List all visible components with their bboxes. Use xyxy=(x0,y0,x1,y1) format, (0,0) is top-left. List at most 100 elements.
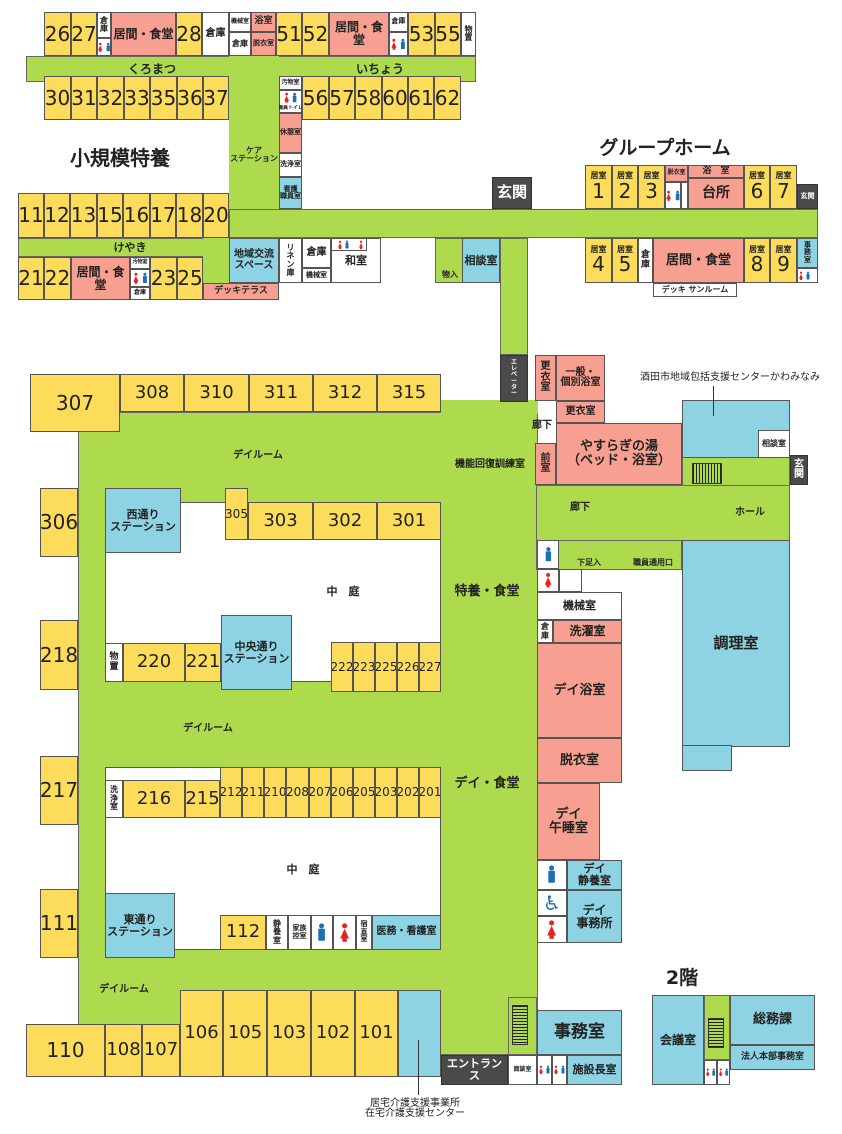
female-restroom-icon xyxy=(539,1065,543,1074)
room-keyaki: けやき xyxy=(113,240,147,254)
room-corr-x xyxy=(203,238,229,283)
restroom-icon-group xyxy=(797,268,811,283)
room-r220: 220 xyxy=(123,643,185,682)
room-shoe: 下足入 xyxy=(577,557,601,567)
restroom-wc-w xyxy=(537,890,567,916)
restroom-icon-group xyxy=(717,1060,730,1085)
room-mech-b: 機械室 xyxy=(302,268,331,283)
room-east-station: 東通り ステーション xyxy=(105,893,175,958)
room-r36: 36 xyxy=(177,76,203,120)
room-r206: 206 xyxy=(331,767,353,818)
room-gh-living: 居間・食堂 xyxy=(653,238,744,283)
room-r11: 11 xyxy=(18,193,44,238)
room-number: 6 xyxy=(750,178,764,203)
female-restroom-icon xyxy=(284,92,289,103)
female-restroom-icon xyxy=(547,919,557,939)
room-meeting: 会議室 xyxy=(652,995,704,1085)
room-small-unit-title: 小規模特養 xyxy=(70,145,170,170)
room-rest: 休憩室 xyxy=(279,113,302,153)
room-corr-gh xyxy=(229,209,818,238)
room-mech-c: 機械室 xyxy=(537,592,622,620)
room-r106: 106 xyxy=(180,990,223,1077)
female-restroom-icon xyxy=(359,240,363,249)
room-r110: 110 xyxy=(26,1024,105,1077)
room-soil-b: 汚物室 xyxy=(130,257,150,269)
restroom-icon-group xyxy=(333,915,356,950)
room-r222: 222 xyxy=(331,642,353,692)
restroom-icon-group xyxy=(130,269,150,287)
restroom-wc-k xyxy=(717,1060,730,1085)
male-restroom-icon xyxy=(545,546,551,561)
room-icho: いちょう xyxy=(355,61,404,76)
room-locker-a: 更 衣 室 xyxy=(535,355,556,401)
room-number: 9 xyxy=(777,252,790,277)
female-restroom-icon xyxy=(133,272,139,284)
room-r308: 308 xyxy=(120,374,184,412)
room-entrance-main: エントランス xyxy=(441,1055,508,1085)
wheelchair-icon: ♿ xyxy=(543,891,561,915)
room-r58: 58 xyxy=(355,76,382,120)
room-r107: 107 xyxy=(142,1024,180,1077)
female-restroom-icon xyxy=(718,1068,723,1077)
room-liv-b: 居間・食堂 xyxy=(329,12,389,56)
room-mech-a: 機械室 xyxy=(229,12,251,32)
room-r202: 202 xyxy=(397,767,419,818)
room-gh-bath: 浴 室 xyxy=(688,165,744,178)
restroom-icon-group xyxy=(537,860,567,890)
room-r23: 23 xyxy=(150,257,177,300)
restroom-icon-group xyxy=(552,1055,567,1085)
female-restroom-icon xyxy=(554,1065,558,1074)
room-type-label: 居室 xyxy=(590,244,607,254)
room-corr-vert xyxy=(229,56,279,238)
room-locker-b: 更衣室 xyxy=(556,401,605,423)
room-anteroom: 前 室 xyxy=(535,443,556,485)
room-quiet: 静 養 室 xyxy=(266,915,288,950)
room-r111: 111 xyxy=(40,889,78,958)
room-gh-store: 倉 庫 xyxy=(638,238,653,283)
room-deck-terrace: デッキテラス xyxy=(203,283,279,300)
room-k-d: 倉庫 xyxy=(389,12,408,32)
restroom-wc-j xyxy=(704,1060,717,1085)
room-bath-a: 浴室 xyxy=(251,12,276,32)
room-hallway-a: 廊下 xyxy=(532,419,552,431)
room-r207: 207 xyxy=(309,767,331,818)
room-care-station: ケア ステーション xyxy=(230,145,278,163)
room-gh-deck: デッキ サンルーム xyxy=(653,283,737,297)
room-entrance-b: 玄 関 xyxy=(790,455,808,485)
room-number: 3 xyxy=(645,178,658,203)
room-home-care: 居宅介護支援事業所 在宅介護支援センター xyxy=(365,1097,465,1119)
room-r307: 307 xyxy=(30,374,120,432)
room-type-label: 居室 xyxy=(643,171,660,181)
room-day-nap: デイ 午睡室 xyxy=(537,783,600,860)
room-k-f: 倉庫 xyxy=(302,238,331,268)
restroom-wc-i xyxy=(552,1055,567,1085)
restroom-icon-group xyxy=(389,32,408,56)
room-corr-elev xyxy=(500,238,528,355)
room-linen: リ ネ ン 庫 xyxy=(279,238,302,283)
room-laundry: 洗濯室 xyxy=(553,620,622,643)
male-restroom-icon xyxy=(400,38,405,49)
room-wash-a: 洗浄室 xyxy=(279,153,302,177)
room-number: 1 xyxy=(592,178,605,203)
restroom-icon-group xyxy=(537,916,567,943)
room-family: 家族 控室 xyxy=(288,915,311,950)
room-r22: 22 xyxy=(44,257,71,300)
female-restroom-icon xyxy=(391,38,397,50)
room-r51: 51 xyxy=(276,12,302,56)
restroom-icon-group xyxy=(665,182,681,209)
restroom-wc-b xyxy=(389,32,408,56)
room-r112: 112 xyxy=(220,915,266,950)
room-courtyard-a: 中 庭 xyxy=(326,585,360,599)
restroom-icon-group xyxy=(97,38,111,56)
room-r35: 35 xyxy=(150,76,177,120)
room-r37: 37 xyxy=(203,76,229,120)
room-main-green-top xyxy=(441,400,538,414)
room-r101: 101 xyxy=(355,990,398,1077)
room-r33: 33 xyxy=(124,76,150,120)
room-day-dining: デイ・食堂 xyxy=(454,776,520,792)
room-r211: 211 xyxy=(242,767,264,818)
room-r60: 60 xyxy=(382,76,408,120)
room-liv-a: 居間・食堂 xyxy=(111,12,176,56)
